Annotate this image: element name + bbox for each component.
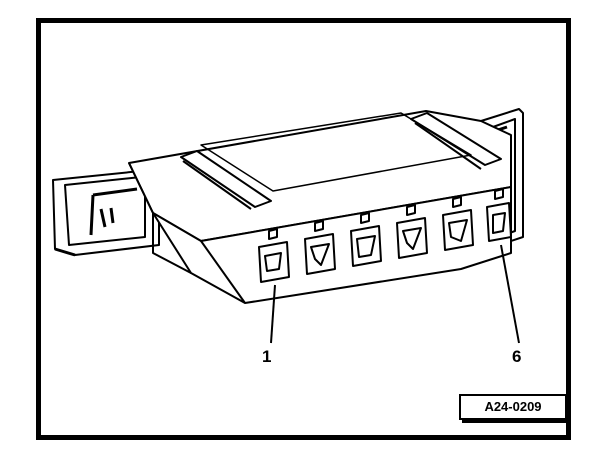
cavity-5	[442, 209, 474, 251]
cavity-3	[350, 225, 382, 267]
right-rail	[410, 112, 502, 166]
terminal-cavities	[258, 202, 512, 283]
cavity-2	[304, 233, 336, 275]
cavity-6	[486, 202, 512, 242]
callout-label-6: 6	[512, 347, 522, 366]
callout-label-1: 1	[262, 347, 272, 366]
left-rail	[180, 150, 272, 208]
connector-housing-drawing	[52, 108, 524, 344]
figure-frame: 1 6 A24-0209	[36, 18, 571, 440]
cavity-1	[258, 241, 290, 283]
figure-reference-box: A24-0209	[459, 394, 567, 420]
cavity-4	[396, 217, 428, 259]
leader-line-6	[500, 244, 520, 344]
leader-line-1	[270, 284, 276, 344]
